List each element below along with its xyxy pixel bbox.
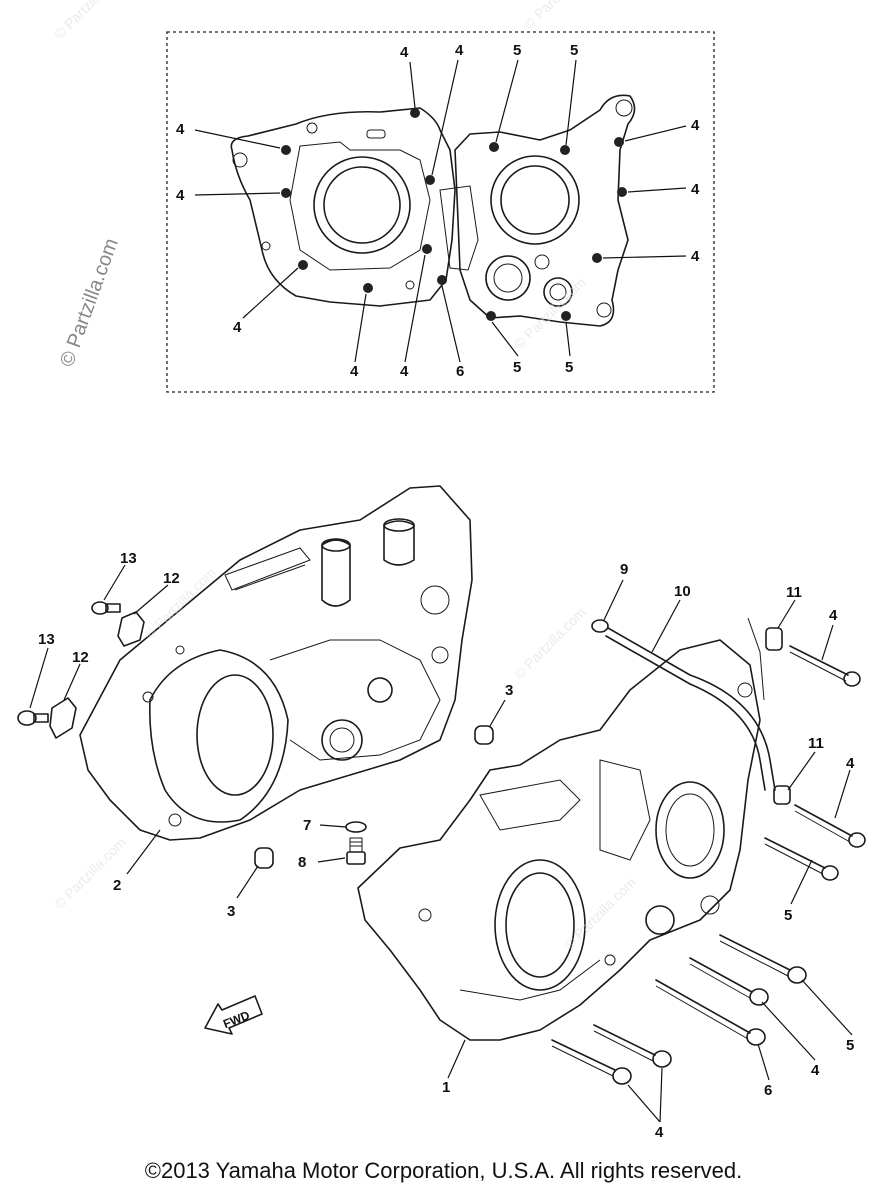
dowel-3-lower bbox=[254, 847, 274, 869]
copyright-notice: ©2013 Yamaha Motor Corporation, U.S.A. A… bbox=[144, 1158, 743, 1183]
inset-callout: 5 bbox=[565, 359, 573, 376]
callout-5-upper: 5 bbox=[784, 907, 792, 924]
inset-callout: 5 bbox=[570, 42, 578, 59]
watermark-vertical: © Partzilla.com bbox=[56, 236, 123, 370]
callout-4-lower-a: 4 bbox=[811, 1062, 820, 1079]
inset-bolt-hole bbox=[281, 188, 291, 198]
bolt-4-lower-c bbox=[551, 1039, 632, 1085]
inset-bolt-hole bbox=[561, 311, 571, 321]
callout-3-lower: 3 bbox=[227, 903, 235, 920]
callout-10: 10 bbox=[674, 583, 691, 600]
bolt-4-lower-b bbox=[593, 1024, 672, 1068]
clamp-12-lower bbox=[49, 697, 77, 739]
inset-callout: 5 bbox=[513, 42, 521, 59]
inset-callout: 6 bbox=[456, 363, 464, 380]
bolt-5-lower bbox=[719, 934, 807, 984]
bolt-4-upper bbox=[789, 645, 861, 687]
inset-bolt-hole bbox=[281, 145, 291, 155]
main-callouts: 13 12 13 12 2 3 3 7 8 9 10 11 4 11 4 5 1… bbox=[38, 550, 855, 1141]
drain-plug-8 bbox=[346, 837, 366, 865]
inset-callout: 4 bbox=[176, 121, 185, 138]
inset-bolt-hole bbox=[486, 311, 496, 321]
callout-1: 1 bbox=[442, 1079, 450, 1096]
callout-4-lower-b: 4 bbox=[655, 1124, 664, 1141]
watermark-faint: © Partzilla.com bbox=[51, 834, 129, 912]
hardware bbox=[17, 601, 866, 1085]
inset-callout: 4 bbox=[691, 181, 700, 198]
callout-9: 9 bbox=[620, 561, 628, 578]
inset-callout: 4 bbox=[691, 248, 700, 265]
callout-13-upper: 13 bbox=[120, 550, 137, 567]
watermark-faint: © Partzilla.com bbox=[51, 0, 129, 42]
inset-bolt-holes bbox=[281, 108, 627, 321]
inset-callout: 4 bbox=[176, 187, 185, 204]
callout-8: 8 bbox=[298, 854, 306, 871]
callout-4-mid: 4 bbox=[846, 755, 855, 772]
inset-bolt-hole bbox=[298, 260, 308, 270]
inset-right-case bbox=[439, 94, 636, 327]
inset-bolt-hole bbox=[422, 244, 432, 254]
inset-callout: 4 bbox=[350, 363, 359, 380]
callout-12-upper: 12 bbox=[163, 570, 180, 587]
inset-bolt-hole bbox=[437, 275, 447, 285]
inset-dashed-frame bbox=[166, 31, 715, 393]
watermark-faint: © Partzilla.com bbox=[141, 564, 219, 642]
inset-bolt-hole bbox=[560, 145, 570, 155]
inset-callout: 4 bbox=[233, 319, 242, 336]
gasket-7 bbox=[345, 821, 367, 833]
bolt-5-upper bbox=[764, 837, 839, 881]
inset-bolt-hole bbox=[617, 187, 627, 197]
callout-12-lower: 12 bbox=[72, 649, 89, 666]
nipple-9 bbox=[591, 619, 609, 633]
inset-leader-lines bbox=[194, 59, 687, 363]
screw-13-upper bbox=[91, 601, 121, 615]
callout-6: 6 bbox=[764, 1082, 772, 1099]
callout-2: 2 bbox=[113, 877, 121, 894]
clamp-11-lower bbox=[773, 785, 791, 805]
fwd-label: FWD bbox=[221, 1008, 252, 1031]
watermark-faint: © Partzilla.com bbox=[511, 604, 589, 682]
callout-7: 7 bbox=[303, 817, 311, 834]
right-crankcase-half bbox=[357, 639, 761, 1041]
callout-5-lower: 5 bbox=[846, 1037, 854, 1054]
watermark-faint: © Partzilla.com bbox=[511, 274, 589, 352]
callout-3-upper: 3 bbox=[505, 682, 513, 699]
left-crankcase-half bbox=[79, 485, 473, 841]
faint-watermarks: © Partzilla.com © Partzilla.com © Partzi… bbox=[51, 0, 639, 952]
callout-11-upper: 11 bbox=[786, 584, 802, 601]
inset-callout: 4 bbox=[691, 117, 700, 134]
clamp-12-upper bbox=[117, 611, 145, 647]
bolt-4-lower-a bbox=[689, 957, 769, 1006]
inset-callout: 4 bbox=[400, 363, 409, 380]
inset-bolt-hole bbox=[425, 175, 435, 185]
callout-13-lower: 13 bbox=[38, 631, 55, 648]
inset-bolt-hole bbox=[363, 283, 373, 293]
callout-4-upper: 4 bbox=[829, 607, 838, 624]
inset-callouts: 4 4 5 5 4 4 4 4 4 4 4 4 6 5 5 bbox=[176, 42, 700, 380]
watermark-faint: © Partzilla.com bbox=[521, 0, 599, 32]
fwd-arrow-icon: FWD bbox=[204, 995, 263, 1035]
dowel-3-upper bbox=[474, 725, 494, 745]
callout-11-lower: 11 bbox=[808, 735, 824, 752]
main-leader-lines bbox=[29, 564, 853, 1123]
inset-bolt-hole bbox=[410, 108, 420, 118]
inset-bolt-hole bbox=[592, 253, 602, 263]
clamp-11-upper bbox=[747, 617, 783, 701]
inset-callout: 4 bbox=[400, 44, 409, 61]
bolt-4-mid bbox=[794, 804, 866, 848]
inset-view: 4 4 5 5 4 4 4 4 4 4 4 4 6 5 5 © Partzill… bbox=[56, 31, 715, 393]
screw-13-lower bbox=[17, 710, 49, 726]
inset-bolt-hole bbox=[489, 142, 499, 152]
hose-10 bbox=[605, 627, 776, 791]
bolt-6 bbox=[655, 979, 766, 1046]
inset-left-case bbox=[230, 107, 456, 307]
inset-callout: 4 bbox=[455, 42, 464, 59]
inset-callout: 5 bbox=[513, 359, 521, 376]
inset-bolt-hole bbox=[614, 137, 624, 147]
